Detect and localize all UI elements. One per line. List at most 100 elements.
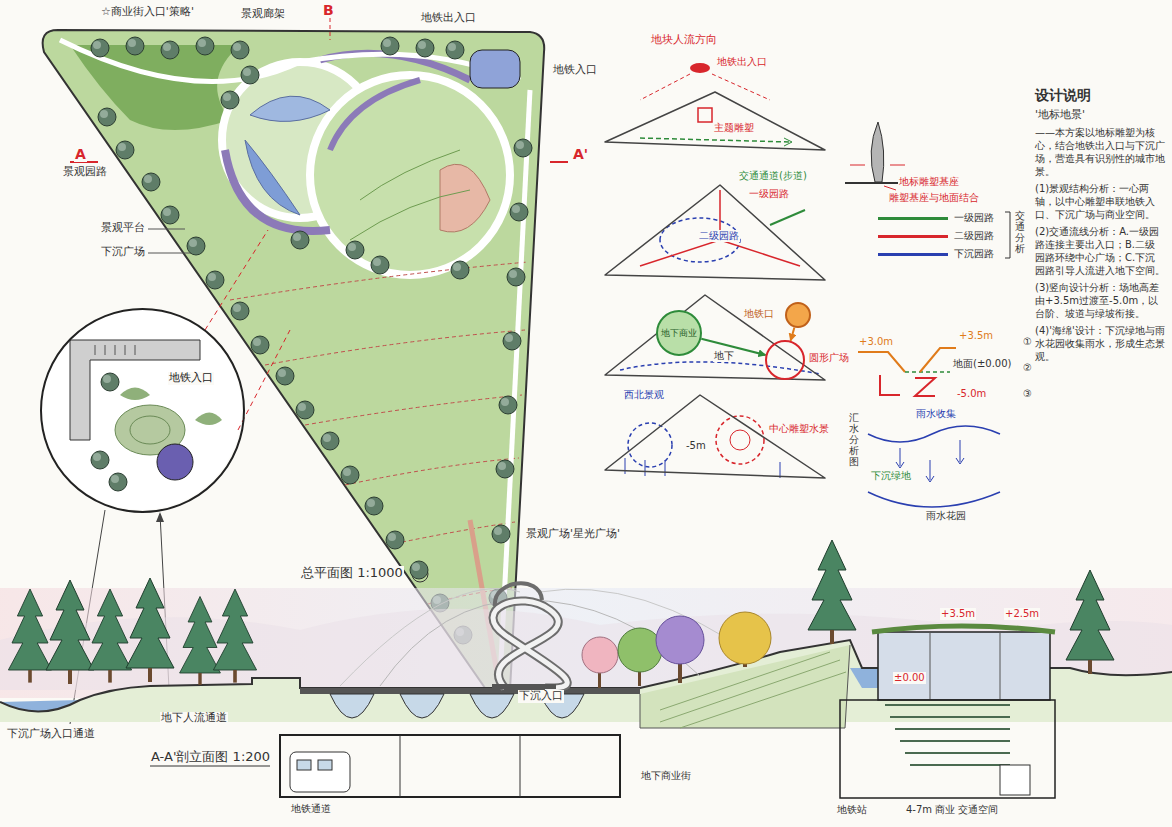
illustration-part (213, 589, 256, 683)
illustration-part (618, 628, 662, 672)
illustration-part (156, 512, 164, 522)
illustration-part (446, 41, 464, 59)
plan-label: 景观广场'星光广场' (525, 528, 621, 541)
illustration-part (878, 632, 1050, 700)
illustration-part (371, 256, 389, 274)
legend-swatch (878, 235, 948, 238)
node-text: 西北景观 (623, 389, 665, 401)
illustration-part (1050, 668, 1172, 675)
illustration-part (770, 210, 805, 225)
elevation-mark: +2.5m (1004, 608, 1040, 620)
illustration-part (42, 310, 242, 510)
notes-subtitle: '地标地景' (1034, 108, 1166, 122)
circle-outline (657, 311, 701, 355)
node-text: 地下 (713, 350, 735, 362)
circle-outline (785, 302, 811, 328)
illustration-part (280, 735, 620, 797)
illustration-part (126, 578, 174, 682)
illustration-part (868, 492, 1000, 507)
illustration-part (845, 182, 905, 184)
illustration-part (91, 451, 109, 469)
illustration-part (1005, 212, 1010, 258)
illustration-part (550, 161, 568, 163)
illustration-part (300, 688, 640, 694)
design-note: (1)景观结构分析：一心两轴，以中心雕塑串联地铁入口、下沉广场与商业空间。 (1034, 182, 1166, 221)
illustration-part (365, 497, 383, 515)
illustration-part (470, 50, 520, 88)
diagram-title: 汇水分析图 (848, 412, 860, 467)
illustration-part (416, 39, 434, 57)
illustration-part (915, 378, 935, 396)
diagram-label: 雕塑基座与地面结合 (888, 192, 980, 204)
illustration-part (142, 173, 160, 191)
illustration-part (161, 41, 179, 59)
illustration-part (850, 165, 905, 166)
illustration-part (245, 140, 300, 215)
diagram-label: 下沉绿地 (870, 470, 912, 482)
illustration-part (620, 362, 820, 374)
illustration-part (930, 632, 1000, 700)
illustration-part (221, 91, 239, 109)
illustration-part (276, 367, 294, 385)
illustration-part (871, 122, 884, 182)
notes-heading: 设计说明 (1034, 86, 1166, 104)
detail-circle: 地铁入口 (40, 308, 245, 513)
illustration-part (180, 597, 221, 685)
illustration-part (388, 522, 515, 545)
illustration-part (296, 401, 314, 419)
section-mark: A' (572, 146, 589, 162)
illustration-part (305, 395, 522, 425)
legend-row: 下沉园路 (878, 247, 994, 261)
space-label: 4-7m 商业 交通空间 (905, 804, 999, 816)
illustration-part (95, 345, 135, 355)
node-text: 地块人流方向 (650, 34, 718, 47)
circle-outline (40, 308, 245, 513)
illustration-part (808, 540, 856, 644)
illustration-part (492, 525, 510, 543)
illustration-part (496, 460, 514, 478)
bracket-label: 交通分析 (1014, 210, 1026, 254)
analysis-panel: 地下地下商业地铁口圆形广场 (598, 290, 833, 385)
plan-label: 地铁入口 (552, 64, 598, 77)
illustration-part (885, 705, 1010, 765)
node-text: 地铁出入口 (716, 56, 768, 68)
illustration-part (640, 74, 690, 100)
illustration-part (290, 752, 350, 792)
plaza-circle: 圆形广场 (765, 340, 805, 380)
illustration-part (330, 80, 420, 150)
illustration-part (91, 39, 109, 57)
illustration-part (350, 190, 470, 240)
illustration-part (88, 589, 131, 683)
flow-arrow (791, 327, 795, 340)
circle-outline (765, 340, 805, 380)
node-text: -5m (685, 440, 707, 452)
illustration-part (341, 466, 359, 484)
illustration-part (321, 432, 339, 450)
design-note: (3)竖向设计分析：场地高差由+3.5m过渡至-5.0m，以台阶、坡道与绿坡衔接… (1034, 281, 1166, 320)
plan-label: 下沉入口 (518, 690, 564, 703)
plan-label: 景观平台 (100, 222, 146, 235)
illustration-part (265, 330, 525, 365)
design-note: (4)'海绵'设计：下沉绿地与雨水花园收集雨水，形成生态景观。 (1034, 324, 1166, 363)
design-note: (2)交通流线分析：A.一级园路连接主要出入口；B.二级园路环绕中心广场；C.下… (1034, 225, 1166, 277)
illustration-part (297, 760, 311, 770)
illustration-part (46, 580, 94, 684)
design-notes: 设计说明'地标地景'——本方案以地标雕塑为核心，结合地铁出入口与下沉广场，营造具… (1034, 86, 1166, 367)
triangle-outline (605, 92, 825, 150)
triangle-outline (605, 395, 825, 478)
node-text: 地铁口 (743, 308, 775, 320)
analysis-panel: 交通通道(步道)一级园路二级园路 (598, 170, 833, 285)
illustration-part (195, 413, 222, 426)
space-label: 地铁通道 (290, 803, 332, 815)
illustration-part (451, 261, 469, 279)
node-text: 一级园路 (748, 188, 790, 200)
diagram-label: 雨水收集 (915, 408, 957, 420)
illustration-part (231, 302, 249, 320)
node-text: 主题雕塑 (713, 122, 755, 134)
illustration-part (206, 271, 224, 289)
illustration-part (884, 186, 896, 190)
diagram-label: 地标雕塑基座 (898, 176, 960, 188)
legend-row: 一级园路 (878, 211, 994, 225)
